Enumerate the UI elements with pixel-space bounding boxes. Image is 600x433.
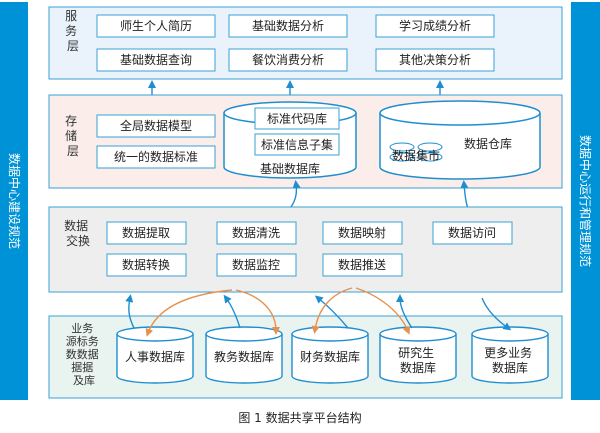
service-box-label: 学习成绩分析 <box>399 18 471 33</box>
database-cylinder: 人事数据库 <box>116 326 194 384</box>
database-label: 研究生 数据库 <box>398 345 438 375</box>
left-side-bar <box>0 2 28 400</box>
exchange-box-label: 数据监控 <box>232 257 280 272</box>
service-box-label: 餐饮消费分析 <box>252 52 324 67</box>
base-db-item <box>254 133 340 156</box>
data-warehouse-title: 数据仓库 <box>464 136 512 151</box>
exchange-box <box>322 221 403 245</box>
service-box <box>228 14 348 38</box>
database-label: 财务数据库 <box>300 349 360 364</box>
mart-disk <box>389 142 415 152</box>
storage-label-char-3: 层 <box>67 144 79 158</box>
exchange-boxes: 数据提取 数据清洗 数据映射 数据访问 数据转换 数据监控 数据推送 <box>106 221 513 277</box>
database-cylinder: 财务数据库 <box>291 326 369 384</box>
database-label-line: 研究生 <box>398 345 434 360</box>
mart-disk <box>417 152 443 162</box>
storage-layer-label: 存 储 层 <box>65 114 81 158</box>
mart-disk <box>389 152 415 162</box>
service-box-label: 师生个人简历 <box>120 19 192 33</box>
source-layer-label: 业务 源标务 数数据 据据 及库 <box>66 322 103 387</box>
base-db-item-label: 标准代码库 <box>267 111 327 126</box>
source-label-line: 业务 <box>71 322 93 335</box>
blue-connectors <box>125 294 512 331</box>
database-cylinder: 研究生 数据库 <box>379 326 457 384</box>
data-warehouse-cylinder: 数据集市 数据仓库 <box>379 100 541 180</box>
source-label-line: 数数据 <box>66 347 99 361</box>
storage-box <box>96 114 216 138</box>
exchange-box <box>106 253 187 277</box>
base-db-item <box>254 107 340 130</box>
figure-caption: 图 1 数据共享平台结构 <box>238 411 362 425</box>
blue-arrow <box>223 294 241 329</box>
mart-disk <box>417 142 443 152</box>
cylinder-top <box>379 100 541 126</box>
left-bar-text: 数据中心建设规范 <box>7 153 22 249</box>
exchange-box-label: 数据转换 <box>122 257 170 272</box>
database-label-line: 数据库 <box>400 360 436 375</box>
blue-arrow <box>396 294 413 329</box>
blue-arrow <box>125 294 135 329</box>
base-db-item-label: 标准信息子集 <box>261 137 333 152</box>
storage-box-label: 统一的数据标准 <box>114 149 198 164</box>
exchange-box <box>322 253 403 277</box>
source-databases: 人事数据库 教务数据库 财务数据库 研究生 数据库 更多业务 数据库 <box>116 326 549 384</box>
exchange-box-label: 数据推送 <box>338 257 386 272</box>
exchange-box <box>216 253 297 277</box>
exchange-label-line-2: 交换 <box>66 233 90 248</box>
exchange-box-label: 数据映射 <box>338 225 386 240</box>
orange-arrow <box>235 289 280 335</box>
database-label: 更多业务 数据库 <box>484 345 536 375</box>
orange-arrow <box>311 287 353 334</box>
exchange-box <box>432 221 513 245</box>
exchange-label-line-1: 数据 <box>64 218 88 233</box>
exchange-layer <box>48 206 563 293</box>
service-box-label: 基础数据分析 <box>252 18 324 33</box>
data-mart-label: 数据集市 <box>392 148 440 163</box>
service-box-label: 基础数据查询 <box>120 52 192 67</box>
storage-box-label: 全局数据模型 <box>120 118 192 133</box>
base-db-title: 基础数据库 <box>260 161 320 176</box>
service-box <box>96 14 216 38</box>
base-database-cylinder: 标准代码库 标准信息子集 基础数据库 <box>223 101 357 179</box>
service-label-char-1: 服 <box>65 9 77 23</box>
storage-box <box>96 145 216 169</box>
source-label-line: 及库 <box>73 374 95 387</box>
right-bar-text: 数据中心运行和管理规范 <box>578 135 593 267</box>
exchange-box-label: 数据访问 <box>448 225 496 240</box>
orange-connectors <box>145 287 411 337</box>
storage-label-char-1: 存 <box>65 114 77 128</box>
service-boxes: 师生个人简历 基础数据分析 学习成绩分析 基础数据查询 餐饮消费分析 其他决策分… <box>96 14 495 72</box>
exchange-layer-label: 数据 交换 <box>64 218 92 248</box>
exchange-box-label: 数据提取 <box>122 225 170 240</box>
blue-arrow <box>481 297 512 331</box>
service-label-char-3: 层 <box>67 39 79 53</box>
exchange-box <box>106 221 187 245</box>
database-label: 人事数据库 <box>125 349 185 364</box>
service-label-char-2: 务 <box>65 23 77 38</box>
exchange-box-label: 数据清洗 <box>232 225 280 240</box>
service-box <box>375 14 495 38</box>
cylinder-body <box>379 113 541 180</box>
orange-arrow <box>355 287 411 335</box>
right-side-bar <box>571 2 600 400</box>
service-box <box>375 48 495 72</box>
database-label-line: 数据库 <box>492 360 528 375</box>
source-label-line: 源标务 <box>66 334 99 348</box>
orange-arrow <box>145 289 233 337</box>
service-layer-label: 服 务 层 <box>65 9 81 53</box>
database-cylinder: 教务数据库 <box>205 326 283 384</box>
database-label-line: 更多业务 <box>484 345 532 360</box>
source-label-line: 据据 <box>71 360 93 374</box>
blue-arrow <box>314 295 349 329</box>
storage-label-char-2: 储 <box>65 128 77 143</box>
database-cylinder: 更多业务 数据库 <box>471 326 549 384</box>
service-box-label: 其他决策分析 <box>399 53 471 67</box>
service-box <box>96 48 216 72</box>
service-box <box>228 48 348 72</box>
exchange-box <box>216 221 297 245</box>
database-label: 教务数据库 <box>214 349 274 364</box>
